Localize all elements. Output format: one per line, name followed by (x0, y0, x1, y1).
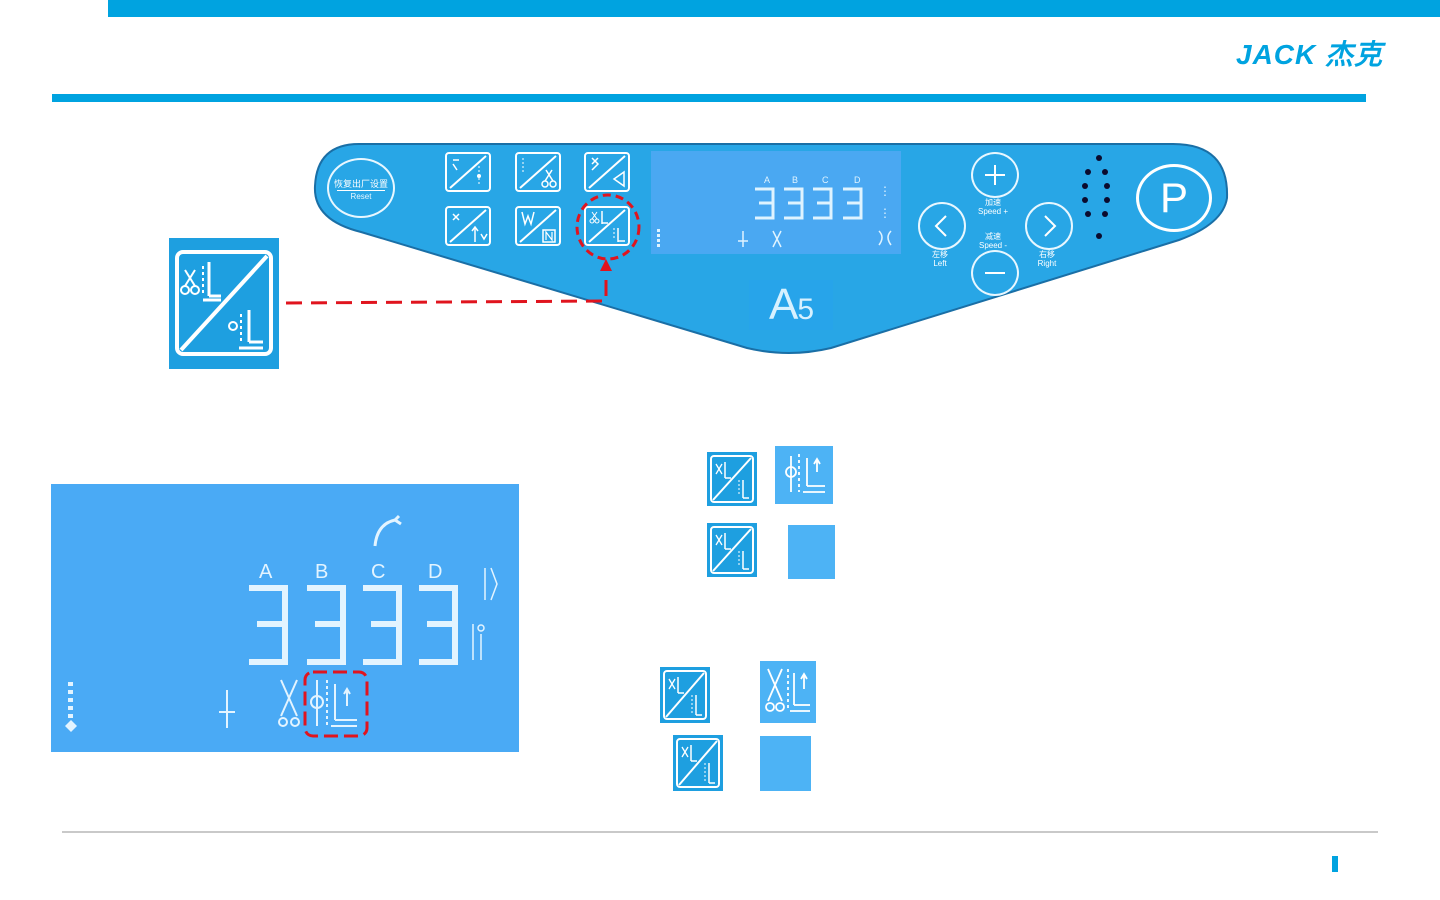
trim-presser-foot-key-icon (660, 667, 710, 723)
control-panel: 恢复出厂设置 Reset A B C D (311, 140, 1229, 356)
p-button[interactable]: P (1136, 164, 1212, 232)
svg-text:JACK 杰克: JACK 杰克 (1236, 39, 1386, 68)
thread-trim-key[interactable] (515, 152, 561, 192)
svg-text:B: B (792, 175, 798, 185)
svg-text:B: B (315, 561, 328, 583)
svg-text:C: C (822, 175, 829, 185)
blank-indicator (760, 736, 811, 791)
panel-lcd: A B C D ⋮ ⋮ (651, 151, 901, 254)
lcd-label-a: A (259, 561, 273, 583)
reset-label-en: Reset (329, 192, 393, 201)
model-label: A5 (749, 280, 833, 330)
svg-text:D: D (428, 561, 442, 583)
end-backtack-key[interactable] (584, 152, 630, 192)
reset-button[interactable]: 恢复出厂设置 Reset (327, 158, 395, 218)
speed-down-button[interactable] (971, 250, 1019, 296)
svg-text:⋮: ⋮ (879, 206, 891, 220)
left-button[interactable] (918, 202, 966, 250)
lcd-col-a: A (764, 175, 770, 185)
speed-up-button[interactable] (971, 152, 1019, 198)
page-marker (1332, 856, 1338, 872)
right-button[interactable] (1025, 202, 1073, 250)
jack-logo: JACK 杰克 (1236, 38, 1412, 68)
blank-indicator (788, 525, 835, 579)
svg-text:D: D (854, 175, 861, 185)
footer-divider (62, 831, 1378, 833)
wiper-key[interactable] (515, 206, 561, 246)
needle-stop-key[interactable] (445, 206, 491, 246)
svg-text:⋮: ⋮ (879, 184, 891, 198)
presser-foot-lift-after-trim-icon (775, 446, 833, 504)
trim-presser-foot-key-icon (707, 452, 757, 506)
header-accent-bar (108, 0, 1440, 17)
level-indicator-dots (1079, 154, 1119, 244)
svg-text:C: C (371, 561, 385, 583)
reset-divider (337, 190, 385, 191)
title-accent-bar (52, 94, 1366, 102)
lcd-display-zoom: A B C D (51, 484, 519, 752)
trim-presser-foot-key-icon (673, 735, 723, 791)
start-backtack-key[interactable] (445, 152, 491, 192)
highlight-circle (573, 192, 643, 264)
reset-label-cn: 恢复出厂设置 (329, 177, 393, 190)
trim-presser-foot-key-icon (707, 523, 757, 577)
trim-presser-foot-key-icon (169, 238, 279, 369)
highlight-connector-arrow (284, 255, 614, 310)
scissors-presser-foot-icon (760, 661, 816, 723)
